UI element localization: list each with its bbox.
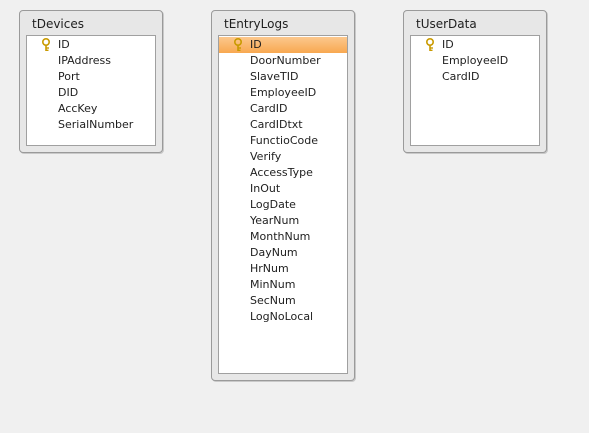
- table-title[interactable]: tUserData: [416, 17, 477, 31]
- field-list[interactable]: ID DoorNumber SlaveTID EmployeeID CardID…: [218, 35, 348, 374]
- field-verify[interactable]: Verify: [219, 149, 347, 165]
- table-tuserdata[interactable]: tUserData ID EmployeeID CardID: [403, 10, 547, 153]
- field-ipaddress[interactable]: IPAddress: [27, 53, 155, 69]
- field-label: Port: [58, 70, 80, 83]
- field-label: ID: [250, 38, 262, 51]
- field-accesstype[interactable]: AccessType: [219, 165, 347, 181]
- table-tentrylogs[interactable]: tEntryLogs ID DoorNumber SlaveTID Employ…: [211, 10, 355, 381]
- field-label: DayNum: [250, 246, 298, 259]
- field-monthnum[interactable]: MonthNum: [219, 229, 347, 245]
- field-label: EmployeeID: [250, 86, 317, 99]
- field-label: SlaveTID: [250, 70, 299, 83]
- field-id[interactable]: ID: [411, 37, 539, 53]
- field-label: LogDate: [250, 198, 296, 211]
- field-lognolocal[interactable]: LogNoLocal: [219, 309, 347, 325]
- key-icon: [42, 38, 50, 52]
- field-functiocode[interactable]: FunctioCode: [219, 133, 347, 149]
- field-label: FunctioCode: [250, 134, 318, 147]
- field-employeeid[interactable]: EmployeeID: [411, 53, 539, 69]
- field-yearnum[interactable]: YearNum: [219, 213, 347, 229]
- field-inout[interactable]: InOut: [219, 181, 347, 197]
- field-daynum[interactable]: DayNum: [219, 245, 347, 261]
- field-label: InOut: [250, 182, 281, 195]
- field-cardid[interactable]: CardID: [219, 101, 347, 117]
- field-list[interactable]: ID IPAddress Port DID AccKey SerialNumbe…: [26, 35, 156, 146]
- field-cardid[interactable]: CardID: [411, 69, 539, 85]
- field-label: ID: [442, 38, 454, 51]
- field-did[interactable]: DID: [27, 85, 155, 101]
- field-id[interactable]: ID: [27, 37, 155, 53]
- field-label: LogNoLocal: [250, 310, 314, 323]
- table-title[interactable]: tDevices: [32, 17, 84, 31]
- field-label: SecNum: [250, 294, 296, 307]
- field-acckey[interactable]: AccKey: [27, 101, 155, 117]
- field-cardidtxt[interactable]: CardIDtxt: [219, 117, 347, 133]
- field-label: IPAddress: [58, 54, 111, 67]
- field-id[interactable]: ID: [219, 37, 347, 53]
- field-label: EmployeeID: [442, 54, 509, 67]
- field-hrnum[interactable]: HrNum: [219, 261, 347, 277]
- field-label: MinNum: [250, 278, 296, 291]
- table-title[interactable]: tEntryLogs: [224, 17, 289, 31]
- field-employeeid[interactable]: EmployeeID: [219, 85, 347, 101]
- field-label: Verify: [250, 150, 282, 163]
- field-doornumber[interactable]: DoorNumber: [219, 53, 347, 69]
- field-logdate[interactable]: LogDate: [219, 197, 347, 213]
- field-label: CardIDtxt: [250, 118, 303, 131]
- key-icon: [426, 38, 434, 52]
- field-label: MonthNum: [250, 230, 311, 243]
- field-minnum[interactable]: MinNum: [219, 277, 347, 293]
- field-list[interactable]: ID EmployeeID CardID: [410, 35, 540, 146]
- table-tdevices[interactable]: tDevices ID IPAddress Port DID AccKey Se…: [19, 10, 163, 153]
- field-label: CardID: [250, 102, 288, 115]
- field-label: SerialNumber: [58, 118, 134, 131]
- key-icon: [234, 38, 242, 52]
- field-label: CardID: [442, 70, 480, 83]
- field-secnum[interactable]: SecNum: [219, 293, 347, 309]
- field-slavetid[interactable]: SlaveTID: [219, 69, 347, 85]
- field-serialnumber[interactable]: SerialNumber: [27, 117, 155, 133]
- field-label: DID: [58, 86, 79, 99]
- field-port[interactable]: Port: [27, 69, 155, 85]
- field-label: AccKey: [58, 102, 98, 115]
- field-label: YearNum: [250, 214, 300, 227]
- field-label: HrNum: [250, 262, 289, 275]
- field-label: DoorNumber: [250, 54, 321, 67]
- field-label: ID: [58, 38, 70, 51]
- field-label: AccessType: [250, 166, 313, 179]
